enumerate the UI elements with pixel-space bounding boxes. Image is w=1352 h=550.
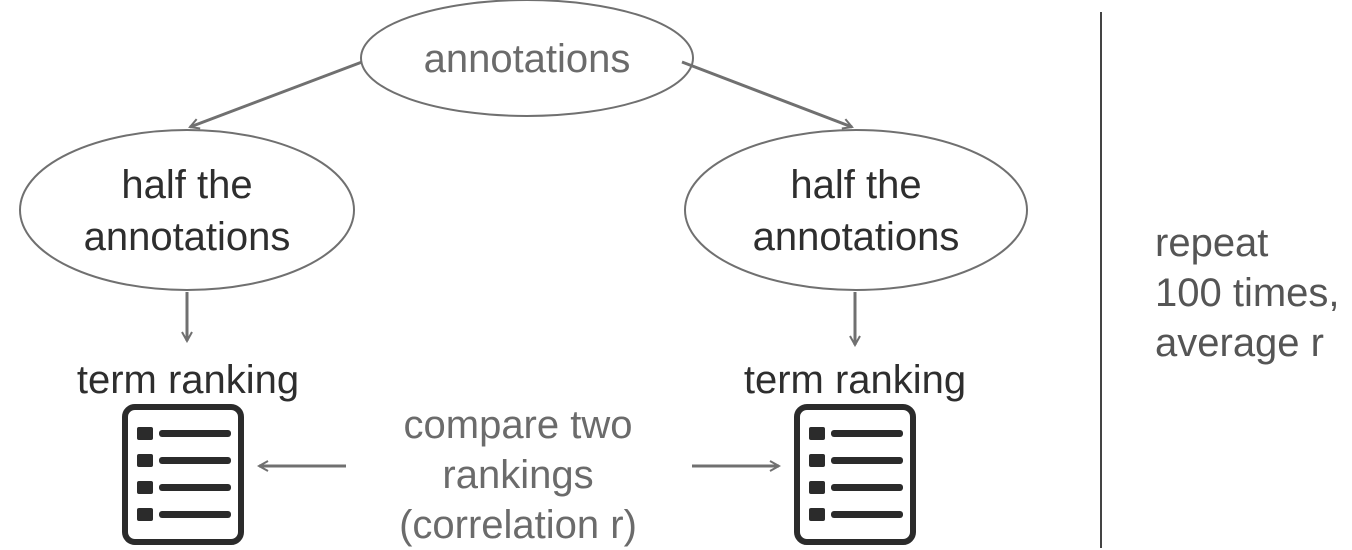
arrow-root-to-left [190, 60, 363, 127]
root-node: annotations [360, 0, 694, 117]
ranked-list-icon [122, 404, 244, 545]
compare-line1: compare two [404, 403, 633, 447]
compare-line3: (correlation r) [399, 503, 637, 547]
left-half-label-line1: half the [121, 163, 252, 207]
arrow-root-to-right [681, 60, 852, 127]
repeat-note: repeat 100 times, average r [1155, 221, 1340, 365]
compare-line2: rankings [442, 453, 593, 497]
right-half-node: half the annotations [684, 129, 1028, 291]
right-ranking-label: term ranking [744, 358, 966, 402]
right-half-label-line2: annotations [753, 215, 960, 259]
repeat-note-line1: repeat [1155, 221, 1268, 265]
root-node-label: annotations [424, 37, 631, 81]
right-half-label-line1: half the [790, 163, 921, 207]
repeat-note-line2: 100 times, [1155, 271, 1340, 315]
left-ranking-label: term ranking [77, 358, 299, 402]
compare-rankings-note: compare two rankings (correlation r) [399, 403, 637, 547]
repeat-note-line3: average r [1155, 321, 1324, 365]
left-half-label-line2: annotations [84, 215, 291, 259]
ranked-list-icon [794, 404, 916, 545]
left-half-node: half the annotations [19, 129, 355, 291]
